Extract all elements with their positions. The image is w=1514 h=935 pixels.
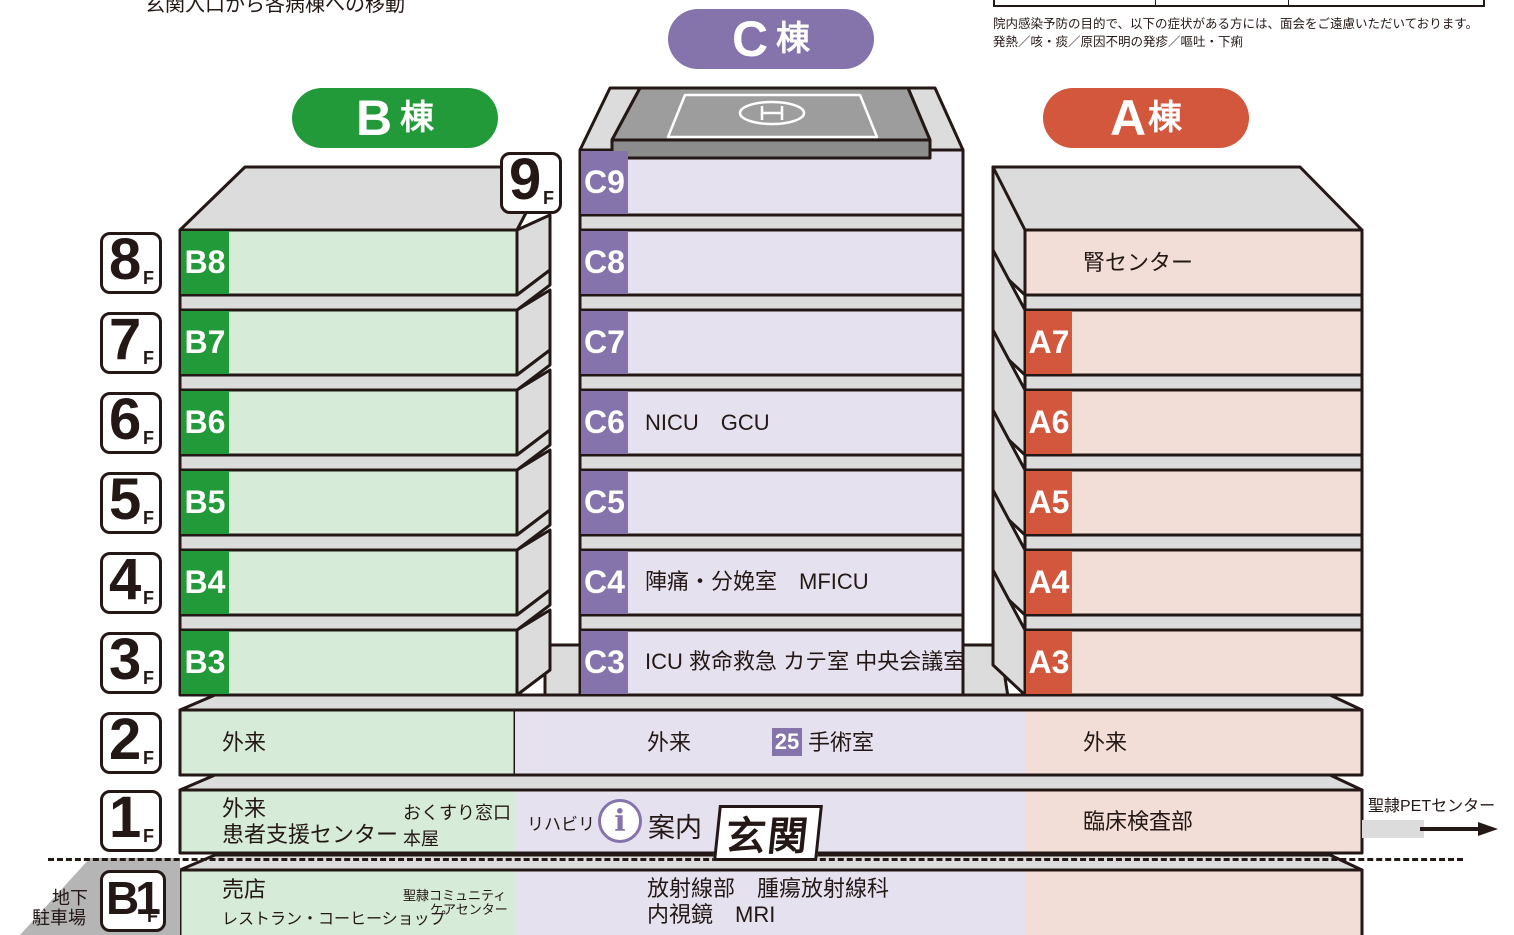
ward-a4: A4 (1026, 551, 1072, 614)
ward-b6: B6 (181, 391, 229, 454)
ward-c5: C5 (581, 471, 628, 534)
pharmacy-window: おくすり窓口 (403, 803, 511, 823)
operating-room-label: 手術室 (808, 730, 875, 755)
delivery-mficu-label: 陣痛・分娩室 MFICU (645, 569, 869, 594)
ward-c9: C9 (581, 151, 628, 214)
ward-a6: A6 (1026, 391, 1072, 454)
operating-room-count: 25 (772, 728, 802, 756)
ward-c6: C6 (581, 391, 628, 454)
bookstore: 本屋 (403, 829, 439, 849)
main-entrance: 玄関 (713, 805, 823, 861)
ward-b5: B5 (181, 471, 229, 534)
route-title: 玄関入口から各病棟への移動 (145, 0, 405, 16)
ward-b7: B7 (181, 311, 229, 374)
restaurant-coffee-label: レストラン・コーヒーショップ (222, 911, 446, 928)
pet-center-label: 聖隷PETセンター (1368, 798, 1496, 815)
shop-label: 売店 (222, 877, 267, 902)
ward-c4: C4 (581, 551, 628, 614)
helicopter-pad-icon (610, 86, 932, 160)
outpatient-b-1f: 外来 (222, 796, 267, 821)
outpatient-c-2f: 外来 (647, 730, 692, 755)
ward-c7: C7 (581, 311, 628, 374)
infection-notice: 院内感染予防の目的で、以下の症状がある方には、面会をご遠慮いただいております。 (993, 17, 1479, 31)
ward-b4: B4 (181, 551, 229, 614)
radiology-label: 放射線部 腫瘍放射線科 (647, 876, 890, 901)
rehabilitation: リハビリ (527, 815, 595, 834)
symptom-list: 発熱／咳・痰／原因不明の発疹／嘔吐・下痢 (993, 35, 1244, 49)
ward-c3: C3 (581, 631, 628, 694)
patient-support-center: 患者支援センター (222, 822, 399, 847)
kidney-center-label: 腎センター (1083, 250, 1194, 275)
clinical-lab-label: 臨床検査部 (1083, 809, 1194, 834)
ward-a7: A7 (1026, 311, 1072, 374)
information-desk: 案内 (648, 813, 702, 843)
ward-c8: C8 (581, 231, 628, 294)
icu-emergency-label: ICU 救命救急 カテ室 中央会議室 (645, 649, 966, 674)
info-table-fragment (993, 0, 1485, 7)
ward-b8: B8 (181, 231, 229, 294)
ward-b3: B3 (181, 631, 229, 694)
community-care-center-1: 聖隷コミュニティ (403, 888, 507, 903)
outpatient-b-2f: 外来 (222, 730, 267, 755)
ward-a5: A5 (1026, 471, 1072, 534)
right-arrow-icon (1420, 822, 1498, 836)
information-icon: i (598, 799, 642, 843)
nicu-gcu-label: NICU GCU (645, 410, 770, 435)
community-care-center-2: ケアセンター (430, 902, 508, 917)
ward-a3: A3 (1026, 631, 1072, 694)
underground-parking: 地下 駐車場 (32, 888, 88, 928)
endoscopy-mri-label: 内視鏡 MRI (647, 902, 776, 927)
outpatient-a-2f: 外来 (1083, 730, 1128, 755)
